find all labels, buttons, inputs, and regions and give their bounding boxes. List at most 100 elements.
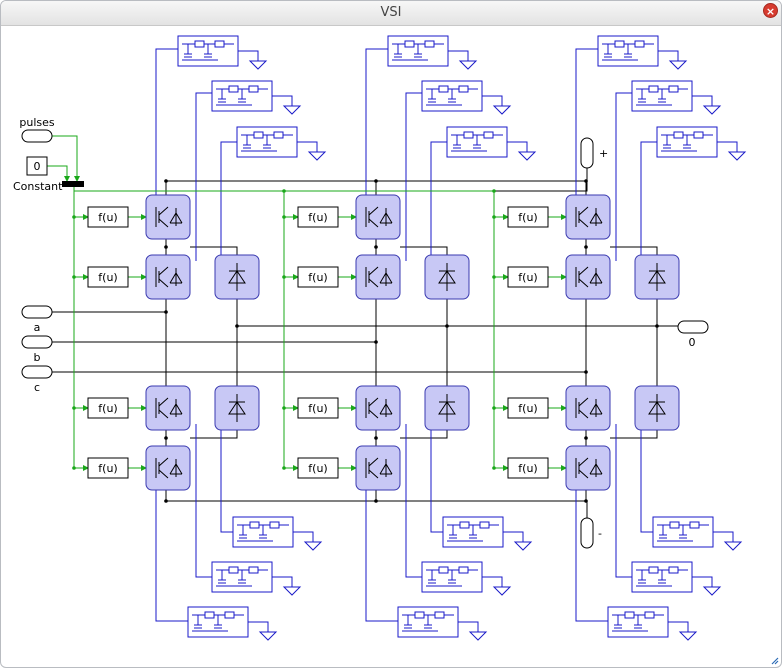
diode-symbol [228,263,246,291]
junction-dot [164,499,168,503]
inport-a[interactable] [21,305,53,319]
wire [365,48,388,195]
fcn-block[interactable] [87,397,129,419]
fcn-block[interactable] [87,206,129,228]
junction-dot [584,245,588,249]
igbt-diode-block[interactable] [565,385,611,431]
junction-dot [492,406,496,410]
ground-icon [282,105,302,115]
fcn-label: f(u) [518,402,537,415]
igbt-diode-block[interactable] [145,385,191,431]
diode-symbol [438,263,456,291]
ground-icon [492,105,512,115]
igbt-symbol [365,457,393,479]
fcn-label: f(u) [98,462,117,475]
igbt-diode-block[interactable] [145,445,191,491]
ground-icon [468,631,488,641]
wire [668,621,689,632]
resistor-icon [463,131,474,139]
igbt-symbol [575,266,603,288]
rc-symbol [392,43,444,61]
port-b-label: b [34,351,41,364]
fcn-block[interactable] [297,457,339,479]
igbt-diode-block[interactable] [355,194,401,240]
wire [430,141,447,261]
wire [717,141,738,152]
ground-icon [668,60,688,70]
resize-grip-icon[interactable] [771,657,779,665]
resistor-icon [214,40,225,48]
junction-dot [492,189,496,193]
igbt-diode-block[interactable] [145,194,191,240]
resistor-icon [438,85,449,93]
rc-symbol [636,569,688,587]
wire [365,490,398,622]
igbt-diode-block[interactable] [145,254,191,300]
outport-plus[interactable] [580,137,594,169]
fcn-block[interactable] [297,206,339,228]
fcn-block[interactable] [507,206,549,228]
fcn-block[interactable] [87,457,129,479]
igbt-symbol [155,397,183,419]
wire [220,424,233,533]
fcn-block[interactable] [297,266,339,288]
wire [610,430,658,439]
port-a-label: a [34,321,41,334]
inport-b[interactable] [21,335,53,349]
junction-dot [584,436,588,440]
resistor-icon [458,85,469,93]
resistor-icon [668,566,679,574]
junction-dot [584,370,588,374]
igbt-symbol [365,266,393,288]
rc-symbol [216,88,268,106]
fcn-block[interactable] [507,266,549,288]
rc-symbol [402,614,454,632]
wire [575,490,608,622]
igbt-diode-block[interactable] [565,254,611,300]
ground-icon [702,105,722,115]
close-icon[interactable]: × [763,3,778,18]
rc-symbol [661,134,713,152]
blocks: f(u)f(u)f(u)f(u)f(u)f(u)f(u)f(u)f(u)f(u)… [21,35,747,641]
inport-c[interactable] [21,365,53,379]
outport-minus[interactable] [580,517,594,549]
junction-dot [282,189,286,193]
junction-dot [282,275,286,279]
igbt-symbol [575,457,603,479]
wire [658,50,679,61]
resistor-icon [693,131,704,139]
diagram-canvas: f(u)f(u)f(u)f(u)f(u)f(u)f(u)f(u)f(u)f(u)… [1,26,781,667]
resistor-icon [404,40,415,48]
constant-block[interactable] [26,156,48,176]
wire [458,621,479,632]
fcn-block[interactable] [297,397,339,419]
rc-symbol [241,134,293,152]
fcn-label: f(u) [518,271,537,284]
junction-dot [445,324,449,328]
igbt-diode-block[interactable] [355,254,401,300]
junction-dot [374,340,378,344]
port-minus-label: - [598,527,602,540]
igbt-diode-block[interactable] [565,445,611,491]
wire [73,187,494,192]
resistor-icon [228,566,239,574]
igbt-diode-block[interactable] [355,385,401,431]
igbt-diode-block[interactable] [355,445,401,491]
outport-zero[interactable] [677,320,709,334]
fcn-block[interactable] [87,266,129,288]
pulses-inport[interactable] [21,129,53,143]
igbt-diode-block[interactable] [565,194,611,240]
wire [190,430,238,439]
resistor-icon [614,40,625,48]
power-wires [52,168,678,518]
resistor-icon [689,521,700,529]
fcn-label: f(u) [98,271,117,284]
port-zero-label: 0 [689,336,696,349]
wire [575,48,598,195]
ground-icon [723,541,743,551]
wire [47,165,70,182]
fcn-block[interactable] [507,457,549,479]
wire [482,576,503,587]
resistor-icon [224,611,235,619]
fcn-block[interactable] [507,397,549,419]
